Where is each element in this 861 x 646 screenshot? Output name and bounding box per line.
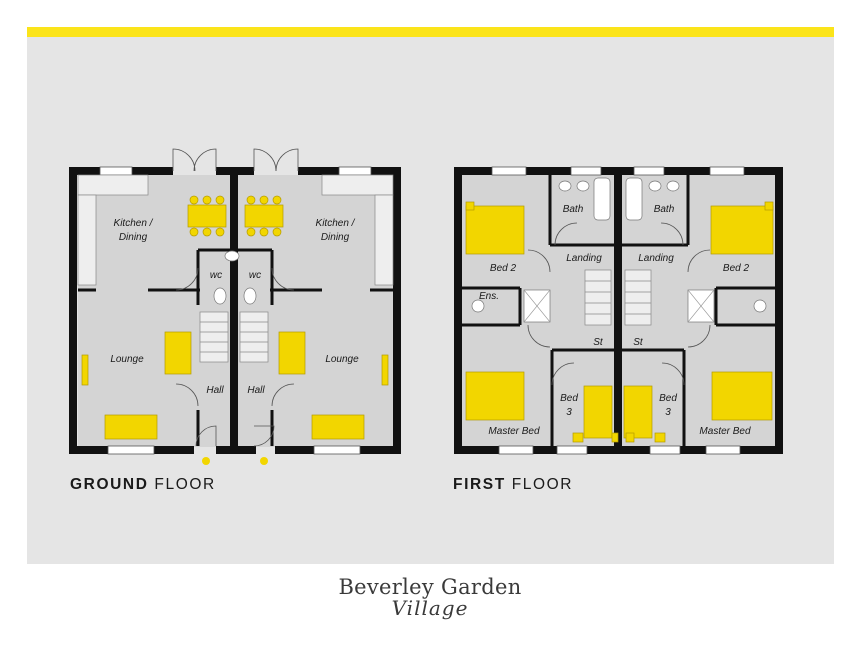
room-label: Bed	[659, 393, 677, 404]
room-label: Kitchen /	[316, 218, 356, 229]
first-partitions	[462, 175, 775, 446]
first-walls	[454, 167, 783, 454]
first-furniture	[465, 201, 774, 443]
room-label: St	[593, 337, 604, 348]
armchair-right	[278, 331, 306, 375]
room-label: Landing	[566, 253, 602, 264]
shower-crosses	[523, 289, 715, 323]
room-label: Landing	[638, 253, 674, 264]
room-label: Hall	[247, 385, 265, 396]
room-label: Master Bed	[699, 426, 751, 437]
room-label: Bath	[563, 204, 584, 215]
room-label: Bed 2	[490, 263, 517, 274]
brand-logo: Beverley Garden Village	[330, 575, 530, 620]
first-floor-plan: Bath Bath Bed 2 Bed 2 Landing Landing En…	[454, 166, 783, 455]
ground-furniture	[81, 195, 389, 440]
sofa-left	[104, 414, 158, 440]
first-floor-caption-light: FLOOR	[511, 476, 574, 493]
first-windows	[491, 166, 745, 455]
room-label: Kitchen /	[114, 218, 154, 229]
room-label: Lounge	[325, 354, 359, 365]
ground-floor-caption: GROUND FLOOR	[70, 476, 216, 494]
tv-left	[81, 354, 89, 386]
room-label: Master Bed	[488, 426, 540, 437]
room-label: 3	[665, 407, 671, 418]
room-label: wc	[249, 270, 261, 281]
ground-door-swings	[175, 267, 295, 447]
first-stairs	[584, 269, 652, 326]
first-door-swings	[527, 222, 711, 386]
master-bed-right	[711, 371, 773, 421]
first-floor-caption-bold: FIRST	[453, 476, 506, 493]
ground-room-labels: Kitchen / Dining Kitchen / Dining wc wc …	[110, 218, 359, 396]
accent-stripe	[27, 27, 834, 37]
first-room-labels: Bath Bath Bed 2 Bed 2 Landing Landing En…	[479, 204, 751, 437]
tv-right	[381, 354, 389, 386]
ground-floor-caption-light: FLOOR	[154, 476, 216, 493]
ground-floor-caption-bold: GROUND	[70, 476, 149, 493]
room-label: wc	[210, 270, 222, 281]
ground-kitchen-units	[77, 174, 394, 286]
dining-table-left	[187, 204, 227, 228]
room-label: Bath	[654, 204, 675, 215]
ground-patio-doors	[172, 148, 299, 172]
room-label: 3	[566, 407, 572, 418]
bed-2-right	[710, 205, 774, 255]
room-label: Lounge	[110, 354, 144, 365]
bed-3-left	[583, 385, 613, 439]
ground-stairs	[199, 311, 269, 363]
ground-entrance-markers	[202, 457, 268, 465]
master-bed-left	[465, 371, 525, 421]
sofa-right	[311, 414, 365, 440]
ground-wc-fixtures	[213, 250, 257, 305]
brand-name: Beverley Garden	[338, 575, 522, 599]
ground-partitions	[78, 248, 393, 446]
armchair-left	[164, 331, 192, 375]
room-label: Bed 2	[723, 263, 750, 274]
dining-table-right	[244, 204, 284, 228]
room-label: Ens.	[479, 291, 499, 302]
brand-subtitle: Village	[391, 596, 469, 620]
ground-floor-plan: Kitchen / Dining Kitchen / Dining wc wc …	[69, 148, 401, 465]
room-label: Dining	[119, 232, 148, 243]
room-label: Hall	[206, 385, 224, 396]
room-label: Dining	[321, 232, 350, 243]
bed-3-right	[623, 385, 653, 439]
first-floor-caption: FIRST FLOOR	[453, 476, 573, 494]
room-label: Bed	[560, 393, 578, 404]
room-label: St	[633, 337, 644, 348]
bed-2-left	[465, 205, 525, 255]
